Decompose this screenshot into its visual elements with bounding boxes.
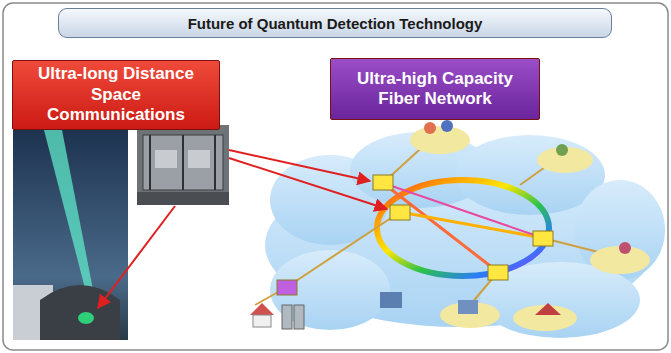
- switch-symbols: [277, 175, 553, 295]
- category-label: Ultra-long Distance Space Communications: [21, 64, 211, 125]
- fiber-ring: [255, 140, 610, 305]
- apparatus-photo: [137, 125, 229, 205]
- outer-frame: [3, 3, 668, 350]
- category-box: Ultra-long Distance Space Communications: [12, 60, 220, 130]
- category-box: Ultra-high Capacity Fiber Network: [330, 58, 540, 120]
- user-icons: [250, 120, 650, 331]
- telescope-photo: [13, 130, 128, 340]
- arrow: [98, 150, 387, 308]
- category-label: Ultra-high Capacity Fiber Network: [339, 69, 531, 110]
- title-banner: Future of Quantum Detection Technology: [58, 8, 612, 38]
- network-cloud: [265, 132, 665, 338]
- title: Future of Quantum Detection Technology: [188, 15, 483, 32]
